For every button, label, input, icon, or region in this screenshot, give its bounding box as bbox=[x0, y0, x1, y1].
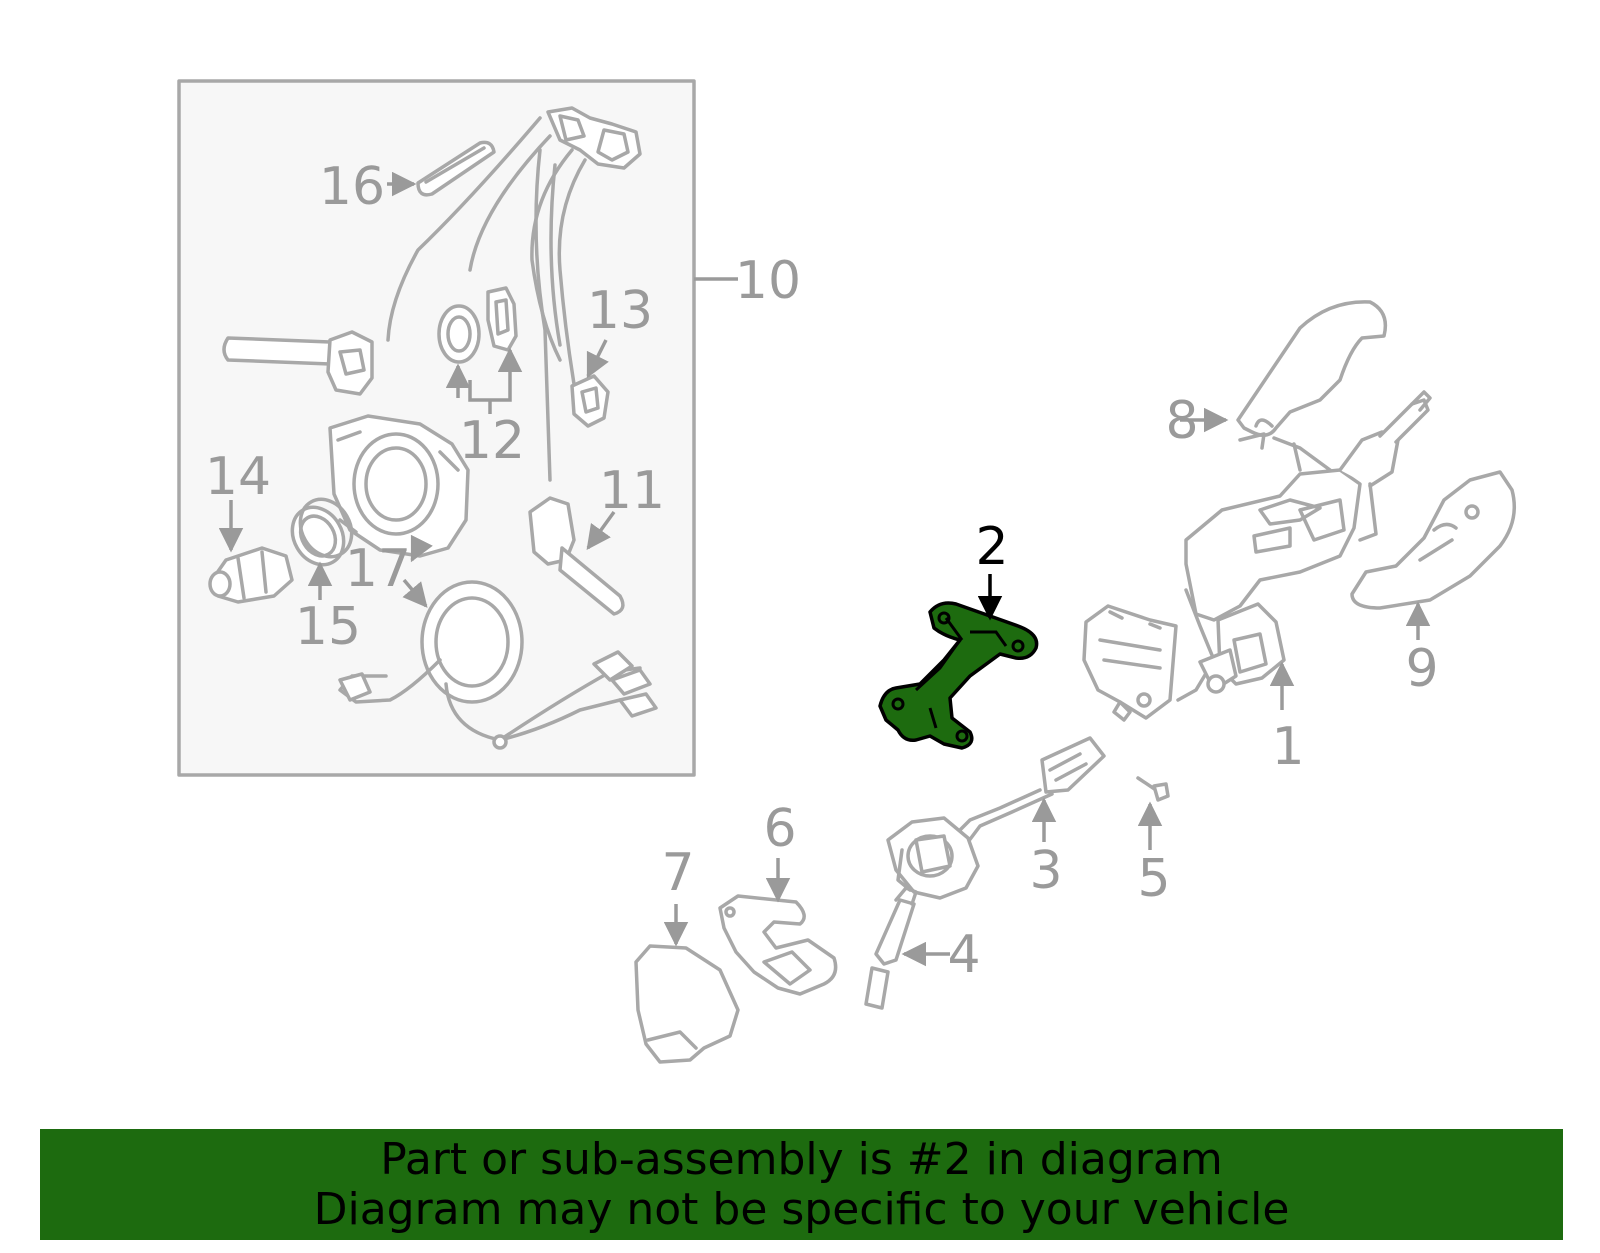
label-16: 16 bbox=[319, 157, 385, 217]
label-12: 12 bbox=[459, 411, 525, 471]
part-11-stalk bbox=[528, 496, 625, 616]
part-2-highlighted-bracket bbox=[878, 601, 1039, 750]
part-8-upper-cover bbox=[1236, 300, 1388, 437]
label-15: 15 bbox=[295, 597, 361, 657]
part-6-bracket bbox=[718, 894, 838, 996]
arrow-11 bbox=[586, 510, 616, 550]
info-banner: Part or sub-assembly is #2 in diagram Di… bbox=[40, 1129, 1563, 1240]
part-14-cylinder bbox=[208, 546, 294, 604]
part-10-stalk bbox=[222, 330, 374, 396]
label-10: 10 bbox=[735, 251, 801, 311]
part-10-harness bbox=[386, 106, 642, 482]
part-3-shaft bbox=[886, 736, 1106, 900]
label-9: 9 bbox=[1405, 639, 1438, 699]
label-5: 5 bbox=[1137, 849, 1170, 909]
part-12-switches bbox=[437, 286, 518, 364]
part-7-boot bbox=[634, 944, 740, 1064]
inset-box-assembly-10 bbox=[177, 79, 696, 777]
label-6: 6 bbox=[763, 799, 796, 859]
label-4: 4 bbox=[947, 925, 980, 985]
label-13: 13 bbox=[587, 281, 653, 341]
label-14: 14 bbox=[205, 447, 271, 507]
banner-line-part: Part or sub-assembly is #2 in diagram bbox=[380, 1133, 1223, 1185]
label-3: 3 bbox=[1029, 841, 1062, 901]
label-2: 2 bbox=[975, 517, 1008, 577]
part-13-connector bbox=[570, 374, 610, 428]
label-17: 17 bbox=[345, 539, 411, 599]
part-16-strip bbox=[416, 140, 496, 197]
label-11: 11 bbox=[599, 461, 665, 521]
part-1-column bbox=[1176, 390, 1432, 702]
part-9-lower-cover bbox=[1350, 470, 1516, 610]
arrow-17 bbox=[402, 578, 428, 608]
part-17-clockspring bbox=[338, 580, 658, 750]
banner-line-disclaimer: Diagram may not be specific to your vehi… bbox=[313, 1183, 1290, 1235]
arrow-13 bbox=[586, 339, 609, 379]
part-5-bolt bbox=[1136, 776, 1170, 802]
part-4-shaft bbox=[864, 886, 918, 1010]
label-1: 1 bbox=[1271, 717, 1304, 777]
label-7: 7 bbox=[661, 843, 694, 903]
arrow-17b bbox=[410, 534, 433, 563]
part-15-ring bbox=[290, 497, 354, 567]
label-8: 8 bbox=[1165, 391, 1198, 451]
part-1-bracket bbox=[1082, 604, 1178, 722]
part-17-housing bbox=[328, 414, 470, 558]
